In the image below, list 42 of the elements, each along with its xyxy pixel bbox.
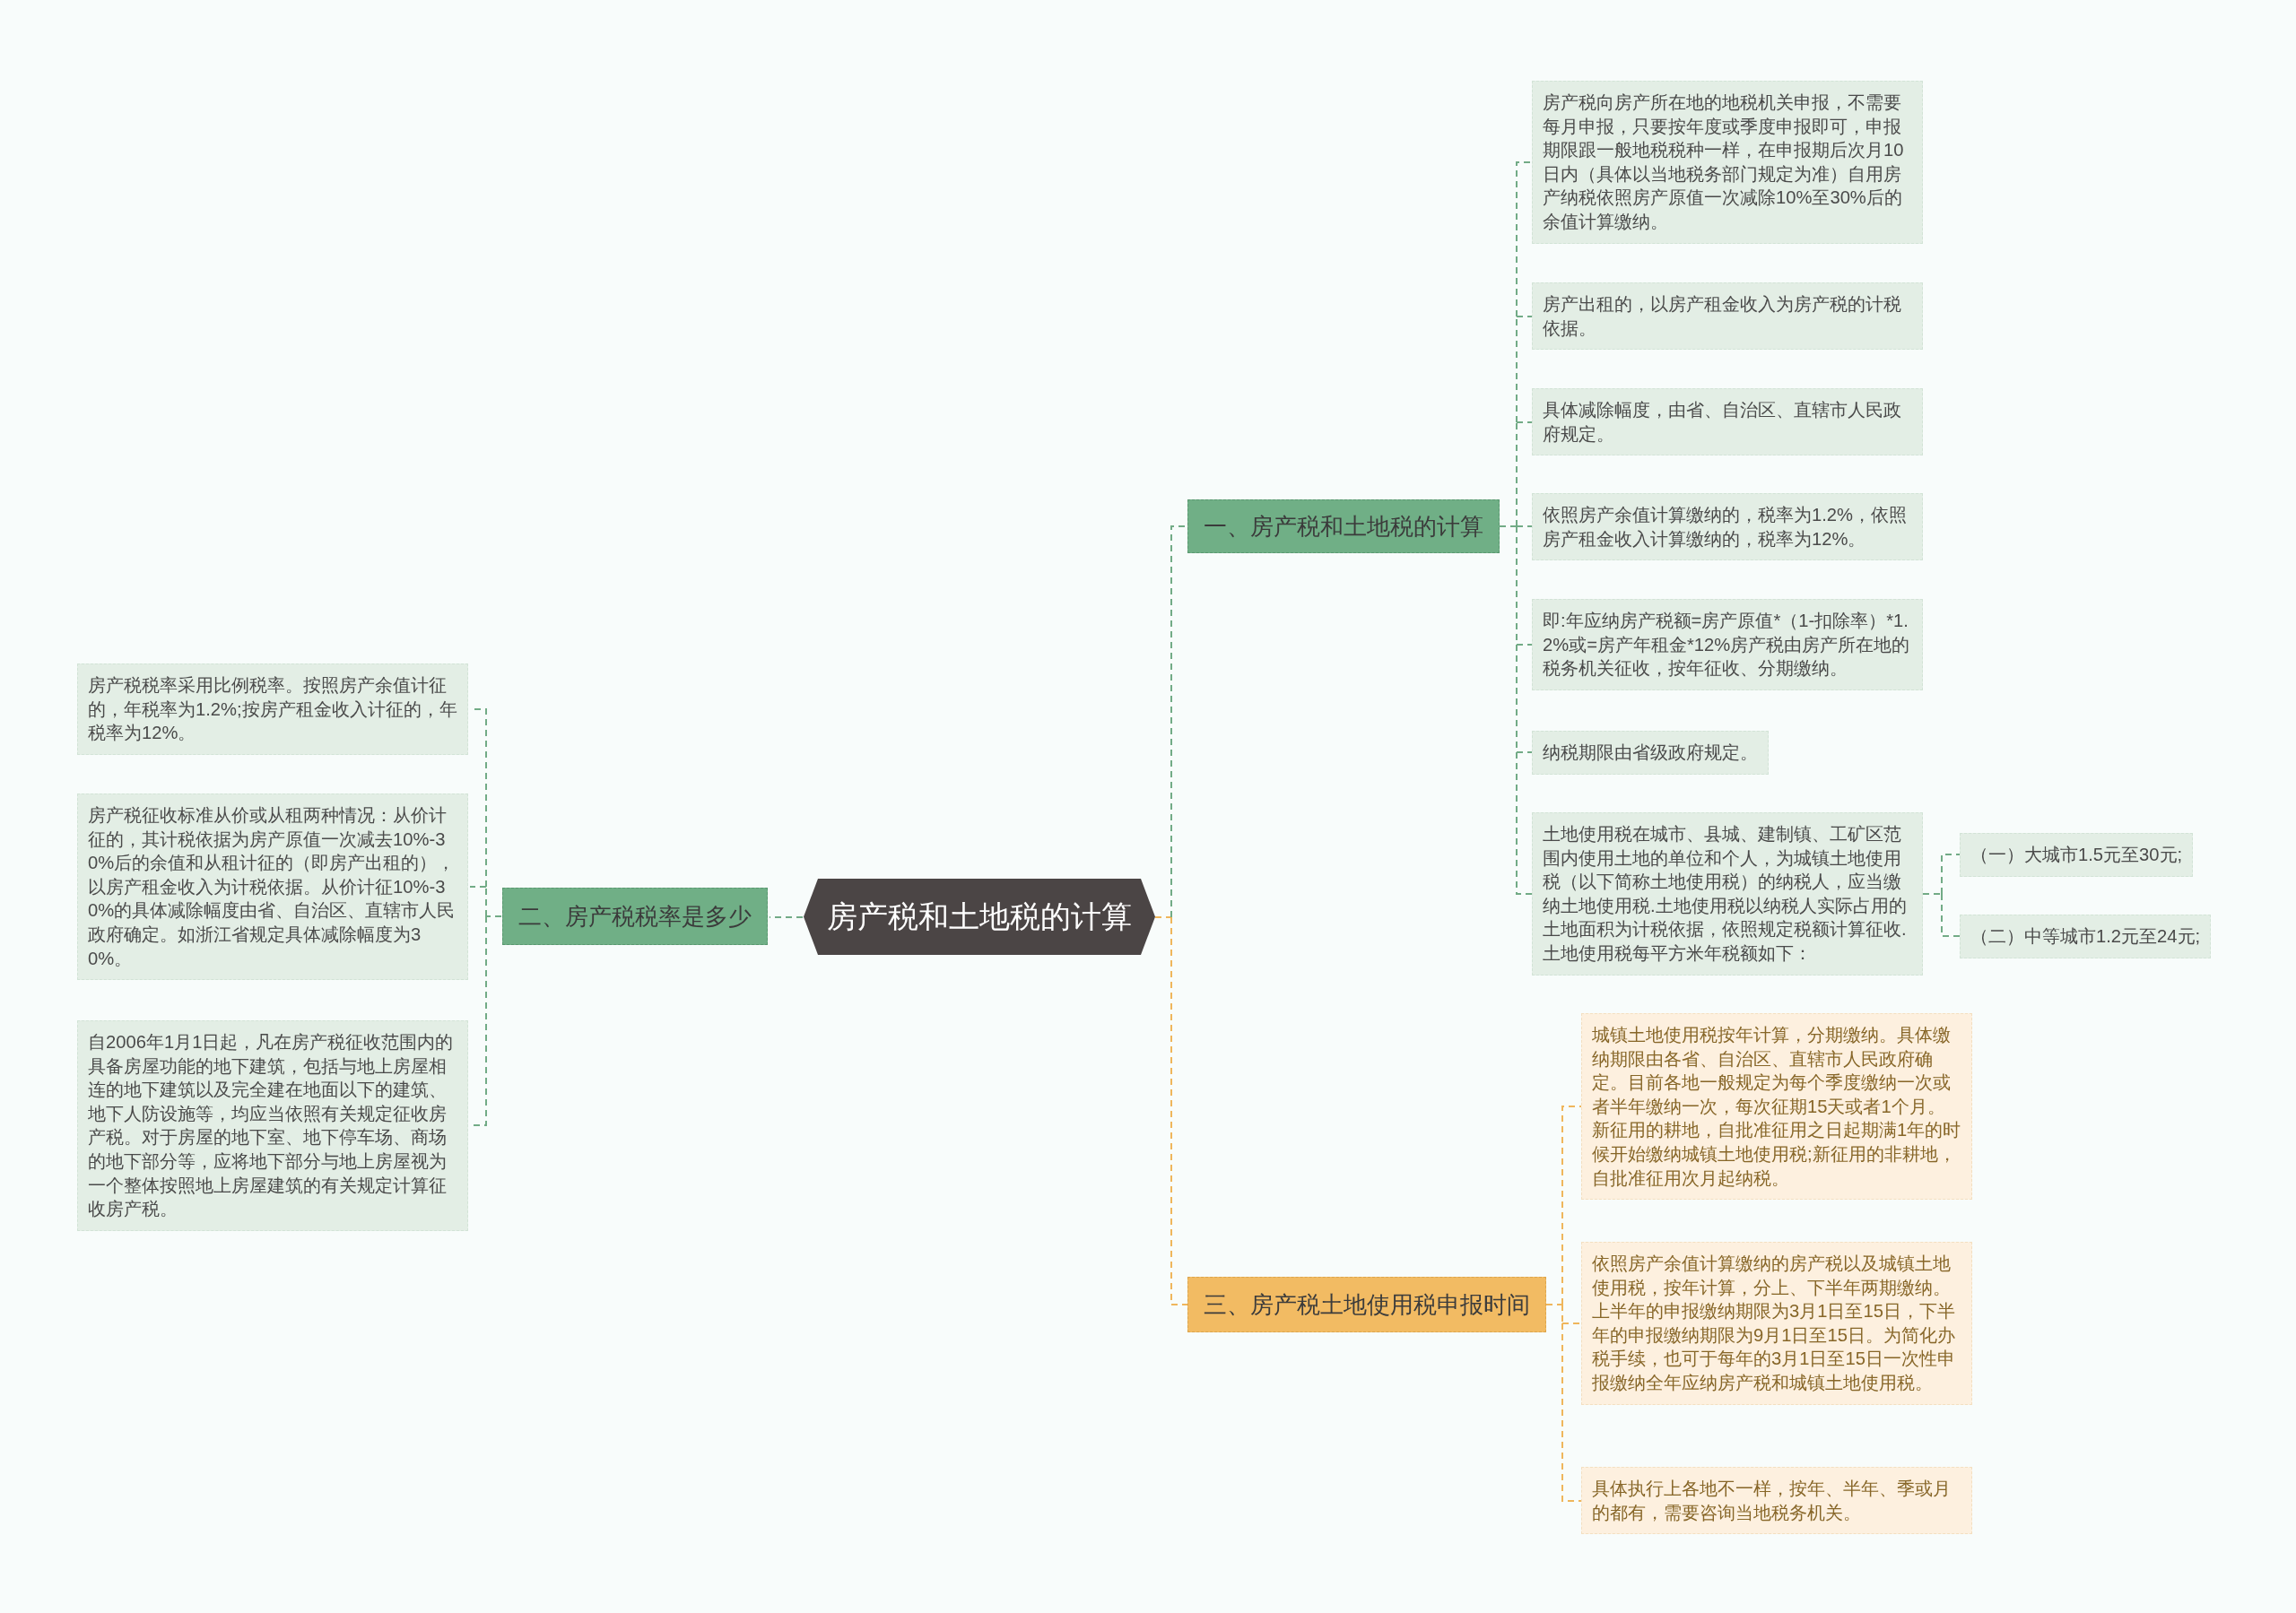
connector-line: [485, 915, 502, 917]
note-box: 房产税向房产所在地的地税机关申报，不需要每月申报，只要按年度或季度申报即可，申报期限跟一般地税税种一样，在申报期后次月10日内（具体以当地税务部门规定为准）自用房产纳税依照房产原值一次减除10%至30%后的余值计算缴纳。: [1532, 81, 1923, 244]
connector-line: [1545, 1304, 1563, 1305]
topic-box: 三、房产税土地使用税申报时间: [1187, 1277, 1546, 1332]
connector-line: [1516, 421, 1533, 423]
connector-line: [469, 886, 487, 888]
note-box: 房产出租的，以房产租金收入为房产税的计税依据。: [1532, 282, 1923, 351]
note-box: 土地使用税在城市、县城、建制镇、工矿区范围内使用土地的单位和个人，为城镇土地使用税（以下简称土地使用税）的纳税人，应当缴纳土地使用税.土地使用税以纳税人实际占用的土地面积为计税依据，依照规定税额计算征收.土地使用税每平方米年税额如下：: [1532, 812, 1923, 976]
note-box: 即:年应纳房产税额=房产原值*（1-扣除率）*1.2%或=房产年租金*12%房产税由房产所在地的税务机关征收，按年征收、分期缴纳。: [1532, 599, 1923, 690]
topic-box: 一、房产税和土地税的计算: [1187, 499, 1500, 553]
connector-line: [1561, 1322, 1582, 1502]
note-box: 依照房产余值计算缴纳的，税率为1.2%，依照房产租金收入计算缴纳的，税率为12%。: [1532, 493, 1923, 561]
note-box: 纳税期限由省级政府规定。: [1532, 731, 1769, 775]
connector-line: [1561, 1106, 1582, 1305]
connector-line: [1561, 1322, 1582, 1324]
topic-box: 二、房产税税率是多少: [502, 888, 768, 945]
note-box: （一）大城市1.5元至30元;: [1960, 833, 2194, 877]
connector-line: [1170, 916, 1188, 1305]
connector-line: [1561, 1304, 1563, 1324]
connector-line: [1516, 421, 1518, 527]
connector-line: [1516, 751, 1533, 753]
connector-line: [1516, 316, 1533, 317]
topic-hexagon: 房产税和土地税的计算: [804, 879, 1155, 955]
connector-line: [1516, 644, 1533, 646]
note-box: 城镇土地使用税按年计算，分期缴纳。具体缴纳期限由各省、自治区、直辖市人民政府确定。目前各地一般规定为每个季度缴纳一次或者半年缴纳一次，每次征期15天或者1个月。新征用的耕地，自批准征用之日起期满1年的时候开始缴纳城镇土地使用税;新征用的非耕地，自批准征用次月起纳税。: [1581, 1013, 1972, 1201]
note-box: 具体减除幅度，由省、自治区、直辖市人民政府规定。: [1532, 388, 1923, 456]
connector-line: [485, 886, 487, 917]
connector-line: [1516, 751, 1533, 895]
connector-line: [1922, 893, 1943, 895]
connector-line: [769, 916, 804, 918]
note-box: 房产税税率采用比例税率。按照房产余值计征的，年税率为1.2%;按房产租金收入计征的，年税率为12%。: [77, 663, 468, 755]
note-box: 房产税征收标准从价或从租两种情况：从价计征的，其计税依据为房产原值一次减去10%-30%后的余值和从租计征的（即房产出租的），以房产租金收入为计税依据。从价计征10%-30%的具体减除幅度由省、自治区、直辖市人民政府确定。如浙江省规定具体减除幅度为30%。: [77, 793, 468, 981]
connector-line: [1516, 525, 1533, 527]
connector-line: [1516, 161, 1533, 317]
note-box: 依照房产余值计算缴纳的房产税以及城镇土地使用税，按年计算，分上、下半年两期缴纳。上半年的申报缴纳期限为3月1日至15日，下半年的申报缴纳期限为9月1日至15日。为简化办税手续，也可于每年的3月1日至15日一次性申报缴纳全年应纳房产税和城镇土地使用税。: [1581, 1242, 1972, 1405]
note-box: 具体执行上各地不一样，按年、半年、季或月的都有，需要咨询当地税务机关。: [1581, 1467, 1972, 1535]
note-box: 自2006年1月1日起，凡在房产税征收范围内的具备房屋功能的地下建筑，包括与地上房屋相连的地下建筑以及完全建在地面以下的建筑、地下人防设施等，均应当依照有关规定征收房产税。对于房屋的地下室、地下停车场、商场的地下部分等，应将地下部分与地上房屋视为一个整体按照地上房屋建筑的有关规定计算征收房产税。: [77, 1020, 468, 1231]
connector-line: [1154, 916, 1172, 918]
connector-line: [1941, 893, 1961, 937]
note-box: （二）中等城市1.2元至24元;: [1960, 915, 2212, 958]
connector-line: [1941, 854, 1961, 895]
connector-line: [1499, 525, 1518, 527]
